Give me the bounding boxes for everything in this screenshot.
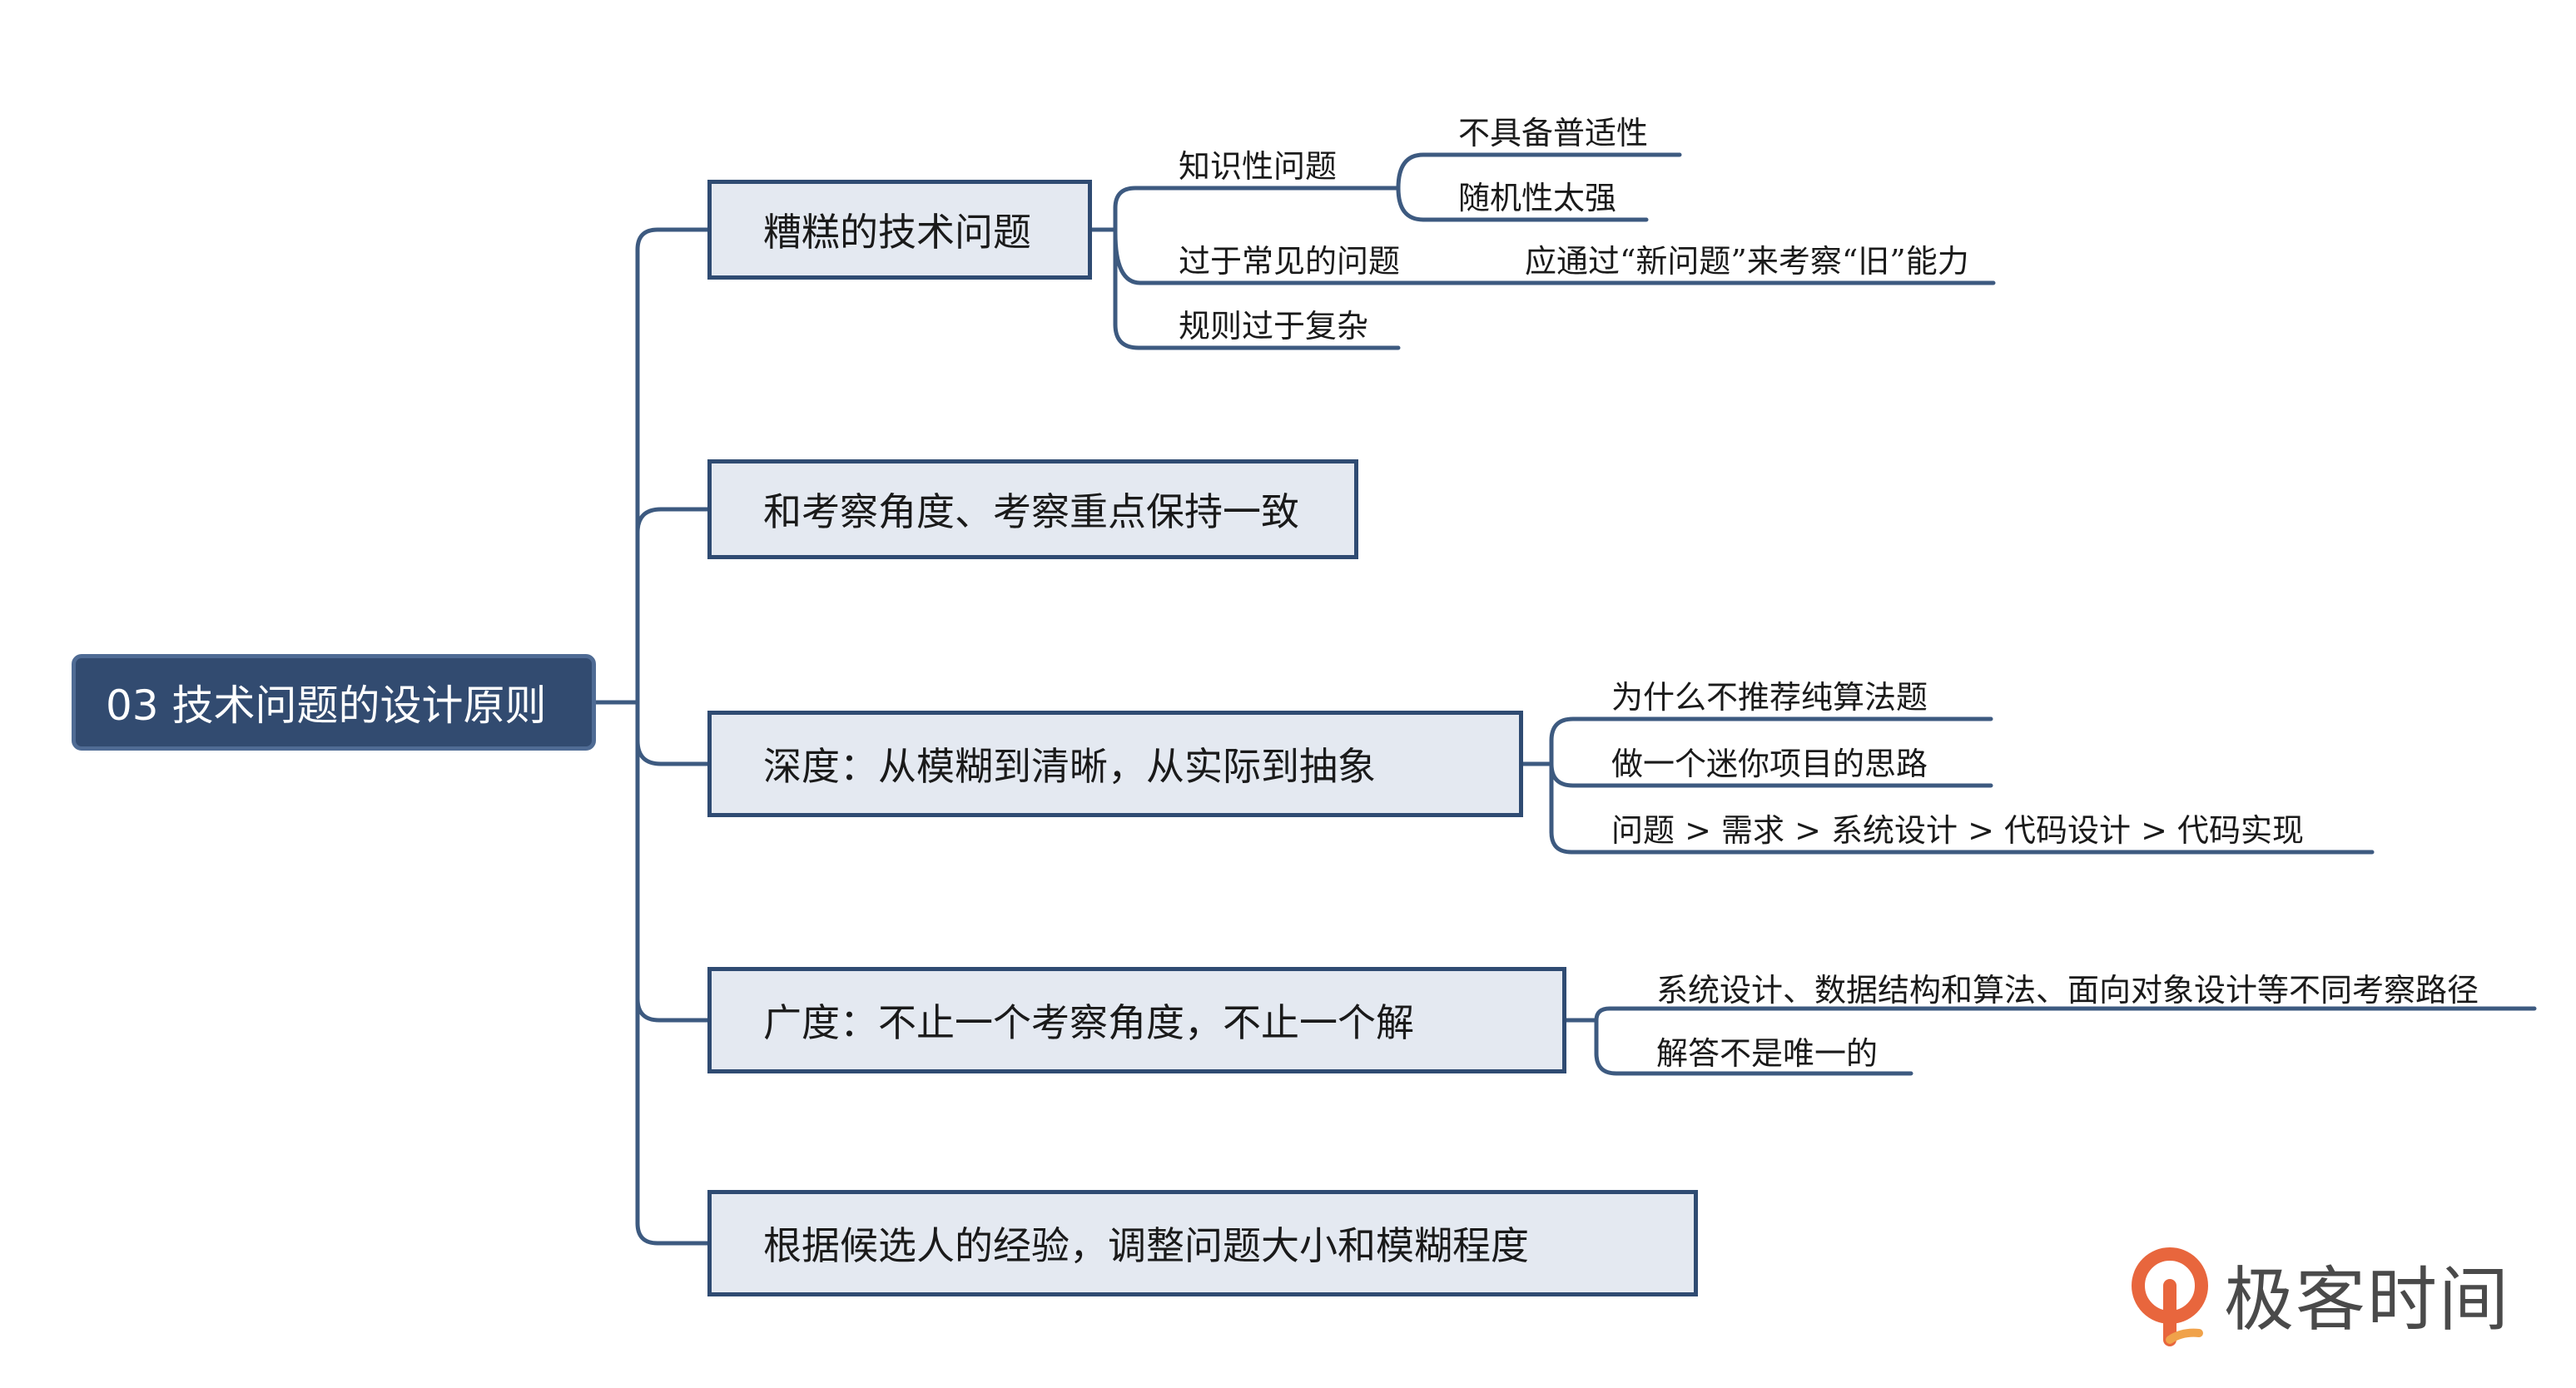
brand-logo: 极客时间 (2124, 1240, 2510, 1348)
branch-connector-1 (635, 227, 710, 252)
root-node[interactable]: 03 技术问题的设计原则 (72, 654, 596, 751)
b1-gc-line2 (1396, 186, 1649, 222)
leaf-too-random[interactable]: 随机性太强 (1458, 180, 1617, 216)
b3-child1-line (1549, 716, 1993, 743)
branch-connector-4 (635, 996, 710, 1023)
branch-node-breadth[interactable]: 广度：不止一个考察角度，不止一个解 (707, 967, 1566, 1073)
b4-child2-line (1594, 1051, 1913, 1076)
leaf-different-paths[interactable]: 系统设计、数据结构和算法、面向对象设计等不同考察路径 (1656, 972, 2479, 1009)
branch-label: 和考察角度、考察重点保持一致 (763, 489, 1299, 534)
branch-connector-2 (635, 507, 710, 535)
branch-node-depth[interactable]: 深度：从模糊到清晰，从实际到抽象 (707, 711, 1523, 817)
leaf-rules-too-complex[interactable]: 规则过于复杂 (1179, 308, 1369, 345)
leaf-why-not-algorithm[interactable]: 为什么不推荐纯算法题 (1611, 679, 1928, 716)
leaf-not-universal[interactable]: 不具备普适性 (1458, 115, 1649, 151)
root-label: 03 技术问题的设计原则 (106, 682, 547, 730)
b1-child2-line (1113, 231, 1996, 285)
branch-label: 糟糕的技术问题 (763, 210, 1031, 255)
b4-child1-line (1594, 1006, 2537, 1023)
leaf-problem-pipeline[interactable]: 问题 > 需求 > 系统设计 > 代码设计 > 代码实现 (1611, 812, 2304, 849)
b3-child2-line (1549, 761, 1993, 788)
b1-gc-stem (1396, 152, 1682, 191)
branch-label: 根据候选人的经验，调整问题大小和模糊程度 (763, 1223, 1529, 1268)
branch-connector-5 (635, 1221, 710, 1246)
geektime-logo-icon (2132, 1247, 2208, 1346)
leaf-knowledge-question[interactable]: 知识性问题 (1179, 148, 1338, 185)
logo-text: 极客时间 (2224, 1258, 2511, 1341)
branch-node-bad-questions[interactable]: 糟糕的技术问题 (707, 180, 1092, 280)
leaf-mini-project[interactable]: 做一个迷你项目的思路 (1611, 746, 1928, 782)
leaf-too-common[interactable]: 过于常见的问题 (1179, 243, 1401, 280)
branch-label: 广度：不止一个考察角度，不止一个解 (763, 1000, 1414, 1045)
leaf-new-question-old-ability[interactable]: 应通过“新问题”来考察“旧”能力 (1525, 243, 1969, 280)
branch-label: 深度：从模糊到清晰，从实际到抽象 (763, 744, 1376, 789)
b3-child3-line (1549, 830, 2375, 855)
b1-child1-line (1113, 186, 1401, 211)
b1-child3-line (1113, 322, 1401, 350)
branch-node-consistency[interactable]: 和考察角度、考察重点保持一致 (707, 459, 1358, 559)
branch-connector-3 (635, 738, 710, 766)
leaf-not-unique-answer[interactable]: 解答不是唯一的 (1656, 1035, 1879, 1072)
branch-node-experience[interactable]: 根据候选人的经验，调整问题大小和模糊程度 (707, 1190, 1698, 1296)
